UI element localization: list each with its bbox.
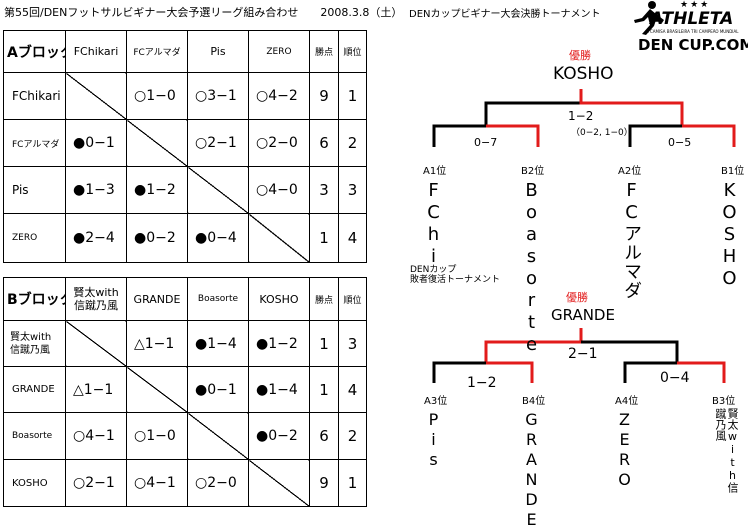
rank-cell: 4 — [338, 213, 367, 263]
block-a-col-3: Pis — [187, 30, 249, 73]
block-a-table: Aブロック FChikari FCアルマダ Pis ZERO 勝点 順位 FCh… — [3, 30, 367, 263]
block-a-rank-header: 順位 — [338, 30, 367, 73]
diagonal-cell — [126, 119, 188, 167]
table-row: KOSHO ○2−1 ○4−1 ○2−0 9 1 — [3, 459, 367, 507]
result-cell: ●0−2 — [248, 412, 310, 460]
diagonal-cell — [187, 166, 249, 214]
result-cell: ●2−4 — [65, 213, 127, 263]
block-b-row-team: 賢太with 信蹴乃風 — [3, 320, 66, 367]
result-cell: ○2−1 — [187, 119, 249, 167]
team-name: KOSHO — [719, 180, 740, 290]
result-cell: ○2−0 — [248, 119, 310, 167]
bracket-lines — [432, 89, 736, 383]
result-cell: ●0−2 — [126, 213, 188, 263]
team-name: ZERO — [615, 410, 634, 490]
rank-cell: 3 — [338, 166, 367, 214]
team-name: FCアルマダ — [621, 180, 642, 300]
consolation-final-score: 2−1 — [568, 346, 598, 362]
points-cell: 6 — [309, 412, 339, 460]
rank-cell: 2 — [338, 119, 367, 167]
team-name: Pis — [424, 410, 443, 470]
block-a-col-1: FChikari — [65, 30, 127, 73]
consolation-title-1: DENカップ — [410, 265, 457, 275]
seed-label: B4位 — [522, 396, 546, 407]
main-final-pk: （0−2, 1−0） — [571, 128, 633, 138]
seed-label: B1位 — [721, 166, 745, 177]
block-b-points-header: 勝点 — [309, 277, 339, 321]
block-b-row-team: GRANDE — [3, 366, 66, 413]
brand-name: ATHLETA — [650, 9, 734, 29]
rank-cell: 3 — [338, 320, 367, 367]
result-cell: ●0−4 — [187, 213, 249, 263]
result-cell: △1−1 — [65, 366, 127, 413]
block-a-col-4: ZERO — [248, 30, 310, 73]
result-cell: ●1−4 — [187, 320, 249, 367]
seed-label: B3位 — [712, 396, 736, 407]
consolation-semi-right-score: 0−4 — [660, 370, 690, 386]
diagonal-cell — [126, 366, 188, 413]
site-name: DEN CUP.COM — [638, 36, 748, 54]
main-semi-right-score: 0−5 — [668, 136, 692, 149]
consolation-champion-label: 優勝 — [566, 291, 588, 304]
sponsor-logo: ★★★ ATHLETA A CAMISA BRASILEIRA TRI CAMP… — [628, 0, 748, 64]
block-b-col-3: Boasorte — [187, 277, 249, 321]
seed-label: A1位 — [423, 166, 447, 177]
block-b-table: Bブロック 賢太with 信蹴乃風 GRANDE Boasorte KOSHO … — [3, 277, 367, 507]
result-cell: ○4−1 — [126, 459, 188, 507]
table-row: FCアルマダ ●0−1 ○2−1 ○2−0 6 2 — [3, 119, 367, 167]
diagonal-cell — [248, 459, 310, 507]
result-cell: ○1−0 — [126, 412, 188, 460]
block-a-col-2: FCアルマダ — [126, 30, 188, 73]
result-cell: ○1−0 — [126, 72, 188, 120]
tournament-title: DENカップビギナー大会決勝トーナメント — [409, 9, 601, 20]
main-final-score: 1−2 — [568, 109, 594, 123]
diagonal-cell — [65, 72, 127, 120]
consolation-title-2: 敗者復活トーナメント — [410, 275, 501, 285]
team-name: 賢太with信蹴乃風 — [714, 408, 738, 493]
block-a-row-team: FCアルマダ — [3, 119, 66, 167]
diagonal-cell — [248, 213, 310, 263]
main-champion: KOSHO — [553, 64, 614, 84]
block-a-label: Aブロック — [3, 30, 66, 73]
stars-icon: ★★★ — [680, 0, 711, 10]
result-cell: ○3−1 — [187, 72, 249, 120]
rank-cell: 1 — [338, 72, 367, 120]
table-row: ZERO ●2−4 ●0−2 ●0−4 1 4 — [3, 213, 367, 263]
seed-label: B2位 — [521, 166, 545, 177]
team-name: Boasorte — [521, 180, 542, 356]
team-name: GRANDE — [522, 410, 541, 530]
main-champion-label: 優勝 — [569, 49, 591, 62]
result-cell: ●1−3 — [65, 166, 127, 214]
athlete-icon — [634, 1, 664, 35]
brand-tagline: A CAMISA BRASILEIRA TRI CAMPEÃO MUNDIAL — [646, 29, 739, 34]
table-row: FChikari ○1−0 ○3−1 ○4−2 9 1 — [3, 72, 367, 120]
block-b-label: Bブロック — [3, 277, 66, 321]
page-title: 第55回/DENフットサルビギナー大会予選リーグ組み合わせ 2008.3.8（土… — [4, 6, 403, 19]
block-b-col-2: GRANDE — [126, 277, 188, 321]
result-cell: ●1−2 — [248, 320, 310, 367]
team-name: FChikari — [423, 180, 444, 268]
block-a-row-team: ZERO — [3, 213, 66, 263]
consolation-semi-left-score: 1−2 — [467, 375, 497, 391]
main-semi-left-score: 0−7 — [474, 136, 498, 149]
rank-cell: 1 — [338, 459, 367, 507]
seed-label: A4位 — [615, 396, 639, 407]
consolation-champion: GRANDE — [551, 306, 615, 324]
result-cell: ●1−2 — [126, 166, 188, 214]
seed-label: A3位 — [424, 396, 448, 407]
table-row: GRANDE △1−1 ●0−1 ●1−4 1 4 — [3, 366, 367, 413]
result-cell: ○4−0 — [248, 166, 310, 214]
seed-label: A2位 — [618, 166, 642, 177]
points-cell: 3 — [309, 166, 339, 214]
result-cell: ●1−4 — [248, 366, 310, 413]
result-cell: ○2−1 — [65, 459, 127, 507]
block-a-points-header: 勝点 — [309, 30, 339, 73]
